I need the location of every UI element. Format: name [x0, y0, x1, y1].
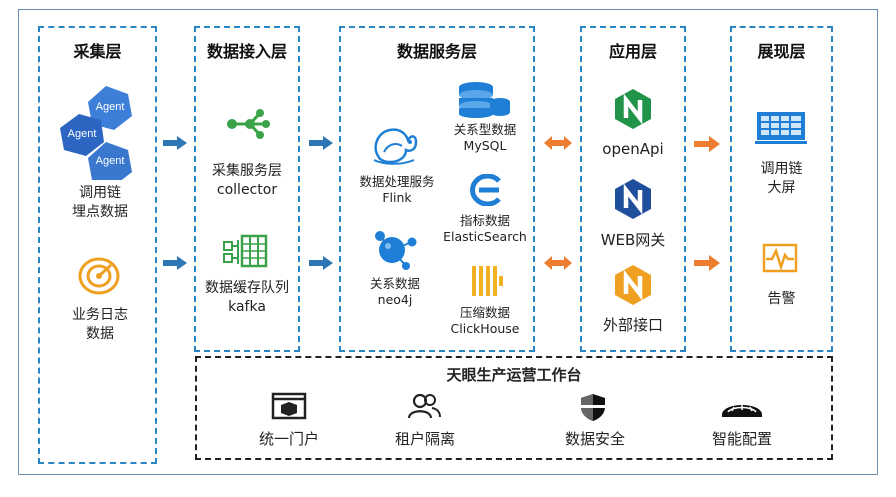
- ingest-layer-title: 数据接入层: [206, 42, 287, 61]
- kafka-label: 数据缓存队列 kafka: [205, 280, 289, 315]
- nginx-green-icon: [615, 89, 651, 129]
- trace-screen-label: 调用链 大屏: [760, 161, 803, 196]
- elasticsearch-label: 指标数据 ElasticSearch: [443, 213, 527, 244]
- arrow-right-icon: [163, 136, 187, 150]
- arrow-right-icon: [163, 256, 187, 270]
- alert-label: 告警: [767, 291, 796, 307]
- collect-layer: 采集层: [38, 26, 157, 464]
- clickhouse-bars-icon: [472, 266, 503, 296]
- diagram-frame: [18, 9, 878, 475]
- unified-portal-label: 统一门户: [258, 430, 319, 448]
- portal-box-icon: [271, 392, 307, 420]
- openapi-label: openApi: [602, 140, 664, 158]
- bidirectional-arrow-icon: [544, 256, 572, 270]
- kafka-queue-icon: [223, 234, 268, 268]
- service-layer: 数据服务层: [339, 26, 535, 352]
- app-layer-title: 应用层: [608, 42, 657, 61]
- arrow-right-icon: [694, 136, 720, 152]
- nginx-gold-icon: [615, 265, 651, 305]
- nginx-navy-icon: [615, 179, 651, 219]
- external-interface-label: 外部接口: [602, 316, 663, 334]
- agent-cluster-icon: Agent Agent Agent: [60, 86, 132, 180]
- elasticsearch-icon: [470, 174, 501, 206]
- agent-label-1: Agent: [96, 101, 125, 113]
- database-stack-icon: [459, 82, 510, 118]
- flink-squirrel-icon: [373, 128, 418, 165]
- log-radar-icon: [78, 257, 120, 295]
- arrow-right-icon: [694, 255, 720, 271]
- agent-label-2: Agent: [68, 128, 97, 140]
- big-screen-icon: [755, 112, 807, 144]
- collector-node-icon: [227, 109, 270, 139]
- ingest-layer: 数据接入层: [194, 26, 300, 352]
- business-log-label: 业务日志 数据: [72, 307, 128, 342]
- smart-config-label: 智能配置: [711, 430, 772, 448]
- neo4j-label: 关系数据 neo4j: [369, 276, 420, 307]
- app-layer: 应用层: [580, 26, 686, 352]
- service-layer-title: 数据服务层: [396, 42, 477, 61]
- alert-pulse-icon: [762, 243, 798, 273]
- tenant-isolation-label: 租户隔离: [394, 430, 455, 448]
- mysql-label: 关系型数据 MySQL: [453, 122, 517, 153]
- web-gateway-label: WEB网关: [600, 231, 666, 249]
- smart-config-icon: [722, 405, 762, 417]
- platform-title: 天眼生产运营工作台: [446, 366, 582, 384]
- present-layer: 展现层: [730, 26, 833, 352]
- arrow-right-icon: [309, 256, 333, 270]
- arrow-right-icon: [309, 136, 333, 150]
- users-icon: [407, 393, 441, 419]
- clickhouse-label: 压缩数据 ClickHouse: [450, 305, 520, 336]
- ops-platform: 天眼生产运营工作台: [195, 356, 833, 460]
- flink-label: 数据处理服务 Flink: [359, 174, 435, 205]
- present-layer-title: 展现层: [757, 42, 806, 61]
- neo4j-graph-icon: [375, 231, 417, 270]
- bidirectional-arrow-icon: [544, 136, 572, 150]
- trace-data-label: 调用链 埋点数据: [72, 185, 128, 220]
- collect-layer-title: 采集层: [73, 42, 122, 61]
- agent-label-3: Agent: [96, 155, 125, 167]
- collector-label: 采集服务层 collector: [212, 163, 282, 198]
- shield-icon: [581, 394, 605, 421]
- data-security-label: 数据安全: [564, 430, 625, 448]
